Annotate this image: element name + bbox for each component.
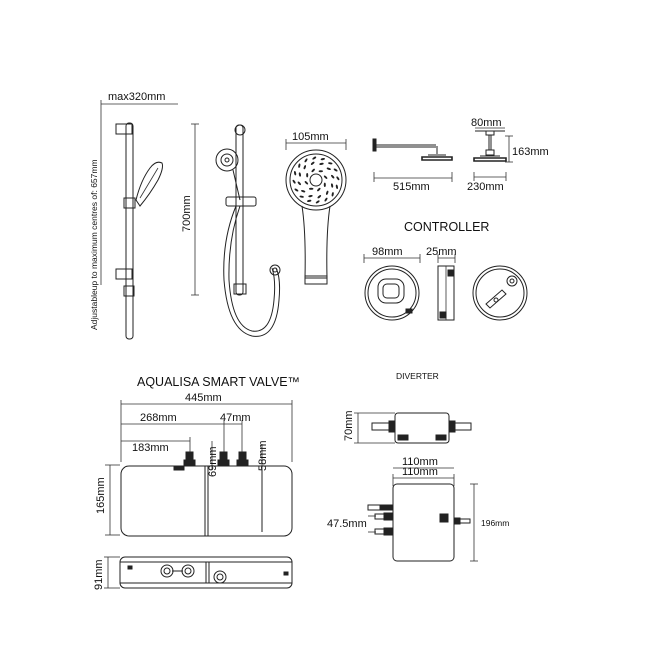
ceiling-shower-head-icon [473, 130, 507, 162]
shower-handset-icon [285, 149, 347, 285]
nozzle-mark [307, 199, 312, 202]
w47-5-label: 47.5mm [327, 518, 367, 530]
nozzle-mark [317, 195, 322, 199]
w105-dimension: 105mm [285, 131, 347, 150]
diverter-title: DIVERTER [396, 371, 439, 381]
w47-label: 47mm [220, 412, 251, 424]
wall-arm-shower-head-icon [372, 138, 453, 161]
nozzle-mark [297, 181, 301, 186]
controller-rear-icon [472, 265, 528, 321]
nozzle-mark [319, 162, 324, 165]
h165-label: 165mm [95, 477, 107, 514]
nozzle-mark [315, 200, 320, 204]
w183-dimension: 183mm [121, 437, 191, 458]
shower-slide-rail-icon [115, 122, 163, 340]
w47-5-dimension: 47.5mm [327, 515, 376, 533]
w98-dimension: 98mm [363, 246, 421, 263]
nozzle-mark [299, 195, 304, 198]
nozzle-mark [298, 163, 301, 168]
h58-label: 58mm [257, 440, 269, 471]
nozzle-mark [323, 182, 326, 187]
h196-dimension: 196mm [470, 483, 509, 562]
nozzle-mark [310, 161, 315, 165]
w47-dimension: 47mm [220, 412, 251, 458]
nozzle-mark [323, 175, 328, 179]
nozzle-mark [298, 172, 301, 177]
nozzle-mark [320, 158, 325, 161]
diverter-front-icon [367, 483, 471, 562]
nozzle-mark [309, 187, 314, 190]
h163-dimension: 163mm [505, 135, 549, 163]
nozzle-mark [326, 167, 331, 170]
nozzle-mark [331, 192, 334, 197]
nozzle-mark [318, 170, 323, 173]
nozzle-mark [324, 197, 328, 202]
w25-label: 25mm [426, 246, 457, 258]
controller-front-icon [364, 265, 420, 321]
nozzle-mark [304, 181, 309, 185]
max320-label: max320mm [108, 91, 165, 103]
h70-dimension: 70mm [343, 410, 395, 444]
nozzle-mark [292, 179, 296, 184]
w98-label: 98mm [372, 246, 403, 258]
smart-valve-front-icon [120, 451, 293, 537]
nozzle-mark [312, 156, 317, 160]
w110a-label: 110mm [402, 456, 438, 468]
nozzle-mark [317, 187, 321, 192]
nozzle-mark [303, 165, 306, 170]
h91-label: 91mm [93, 559, 105, 590]
w230-dimension: 230mm [467, 172, 507, 193]
nozzle-mark [331, 183, 334, 188]
shower-slide-rail-with-hose-icon [215, 124, 281, 337]
h196-label: 196mm [481, 518, 509, 528]
h70-label: 70mm [343, 410, 355, 441]
h700-label: 700mm [181, 195, 193, 232]
w515-dimension: 515mm [373, 172, 453, 193]
nozzle-mark [306, 173, 309, 178]
nozzle-mark [308, 195, 313, 198]
h69-label: 69mm [207, 446, 219, 477]
nozzle-mark [304, 158, 308, 163]
nozzle-mark [336, 176, 340, 181]
w445-dimension: 445mm [120, 392, 293, 462]
h163-label: 163mm [512, 146, 549, 158]
w25-dimension: 25mm [426, 246, 457, 263]
h700-dimension: 700mm [181, 123, 199, 296]
w80-label: 80mm [471, 117, 502, 129]
w445-label: 445mm [185, 392, 222, 404]
nozzle-mark [333, 168, 338, 172]
w183-label: 183mm [132, 442, 169, 454]
controller-title: CONTROLLER [404, 220, 489, 234]
nozzle-mark [294, 171, 297, 176]
h165-dimension: 165mm [95, 464, 120, 536]
smart-valve-bottom-icon [119, 556, 293, 589]
nozzle-mark [331, 174, 335, 179]
nozzle-mark [294, 188, 299, 192]
max320-dimension: max320mm [100, 91, 178, 126]
w268-label: 268mm [140, 412, 177, 424]
w515-label: 515mm [393, 181, 430, 193]
nozzle-mark [326, 190, 329, 195]
w110b-label: 110mm [402, 466, 438, 478]
w105-label: 105mm [292, 131, 329, 143]
h69-dimension: 69mm [207, 441, 219, 477]
w230-label: 230mm [467, 181, 504, 193]
w110a-dimension: 110mm [393, 456, 454, 469]
controller-side-icon [437, 265, 455, 321]
diverter-side-icon [371, 412, 472, 444]
w110b-dimension: 110mm [392, 466, 455, 486]
nozzle-mark [311, 168, 315, 173]
nozzle-mark [335, 184, 338, 189]
valve-title: AQUALISA SMART VALVE™ [137, 375, 300, 389]
nozzle-mark [301, 190, 306, 193]
h91-dimension: 91mm [93, 556, 120, 590]
nozzle-mark [328, 162, 333, 165]
adjustable-label: Adjustableup to maximum centres of: 657m… [89, 159, 99, 330]
w80-dimension: 80mm [471, 117, 505, 129]
